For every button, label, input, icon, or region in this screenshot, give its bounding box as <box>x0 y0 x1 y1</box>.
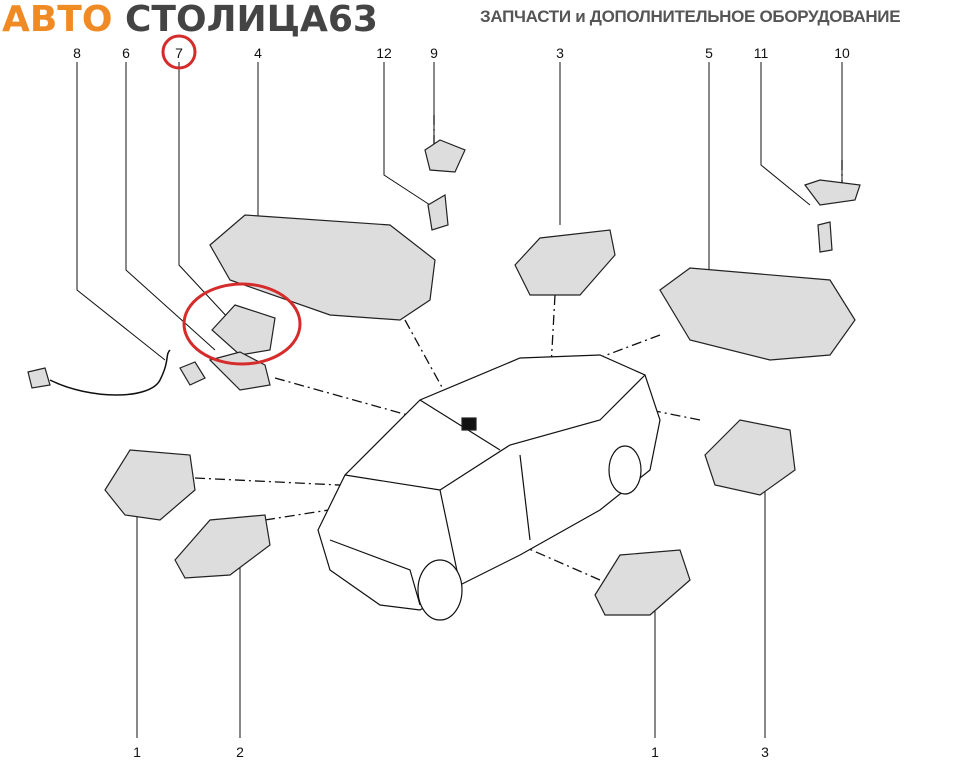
part-5-ceiling-lamp <box>659 267 856 361</box>
part-8-wire <box>49 349 171 396</box>
part-8-connector <box>179 361 206 386</box>
callout-4: 4 <box>254 45 262 61</box>
logo-part-stolica: СТОЛИЦА63 <box>125 0 378 40</box>
part-2-lamp <box>174 514 271 579</box>
site-logo: АВТО СТОЛИЦА63 <box>2 0 378 40</box>
callout-6: 6 <box>122 45 130 61</box>
callout-1-left: 1 <box>133 744 141 760</box>
callout-3-bottom: 3 <box>761 744 769 760</box>
part-1-lamp-bottom <box>594 549 691 616</box>
part-3-lamp-right <box>704 419 796 496</box>
part-9-clip <box>424 139 466 173</box>
callout-5: 5 <box>705 45 713 61</box>
part-12-screw <box>427 194 449 231</box>
tagline: ЗАПЧАСТИ и ДОПОЛНИТЕЛЬНОЕ ОБОРУДОВАНИЕ <box>480 7 901 26</box>
callout-1-right: 1 <box>651 744 659 760</box>
logo-part-avto: АВТО <box>2 0 113 40</box>
highlight-circle-part-7 <box>182 282 302 366</box>
part-10-clip <box>804 179 861 206</box>
part-1-lamp-left <box>104 449 196 521</box>
part-11-screw <box>817 221 833 253</box>
callout-3: 3 <box>556 45 564 61</box>
callout-12: 12 <box>376 45 392 61</box>
part-6-lens <box>208 351 271 391</box>
part-8-plug <box>27 367 51 389</box>
callout-8: 8 <box>73 45 81 61</box>
part-4-ceiling-lamp <box>209 214 436 321</box>
callout-7: 7 <box>175 45 183 61</box>
parts <box>27 139 861 616</box>
callout-10: 10 <box>834 45 850 61</box>
car-outline <box>317 354 661 621</box>
mount-point <box>461 417 477 431</box>
callout-2: 2 <box>236 744 244 760</box>
part-7-switch <box>211 304 276 356</box>
callout-11: 11 <box>754 45 769 61</box>
part-3-lamp-top <box>514 229 616 296</box>
callout-9: 9 <box>430 45 438 61</box>
highlight-circle-label-7 <box>161 34 197 70</box>
